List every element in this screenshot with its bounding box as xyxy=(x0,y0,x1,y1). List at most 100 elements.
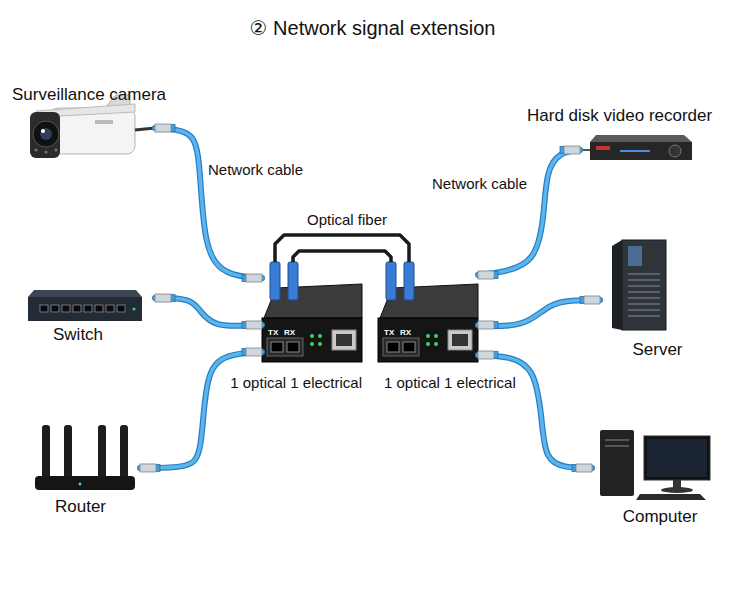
pc-stand-base xyxy=(661,487,693,493)
edge-label: Network cable xyxy=(432,175,527,193)
plug-boot xyxy=(490,352,498,359)
connector-group xyxy=(478,296,600,329)
recorder-dial xyxy=(669,145,681,157)
connector-group xyxy=(155,124,262,282)
server-bays xyxy=(628,274,660,316)
ir-led xyxy=(45,151,48,154)
switch-node: Switch xyxy=(25,286,155,348)
media-converter-right xyxy=(378,262,478,362)
cable-outline xyxy=(478,355,592,468)
server-display xyxy=(628,246,642,266)
router-antenna xyxy=(42,425,50,481)
media-converter-left xyxy=(262,262,362,362)
router-node: Router xyxy=(30,422,140,520)
switch-port xyxy=(51,305,59,312)
plug-boot xyxy=(572,465,580,472)
connector-group xyxy=(478,146,580,279)
edge-label: Network cable xyxy=(208,161,303,179)
cable-outline xyxy=(478,300,600,326)
port-label: TX xyxy=(384,328,394,338)
rj45-plug xyxy=(246,274,262,282)
camera-sticker xyxy=(95,120,113,124)
rj45-plug xyxy=(140,464,156,472)
plug-boot xyxy=(490,272,498,279)
diagram-title: ② Network signal extension xyxy=(0,16,745,40)
port-label: RX xyxy=(400,328,411,338)
camera-pigtail xyxy=(135,128,155,130)
device-label: Computer xyxy=(592,507,728,527)
router-body xyxy=(35,476,135,490)
network-cable xyxy=(478,355,592,468)
cable-outline xyxy=(155,298,262,326)
plug-boot xyxy=(242,275,250,282)
router-antenna xyxy=(120,425,128,481)
recorder-led-bar xyxy=(620,150,650,152)
converter-node: 1 optical 1 electrical xyxy=(262,262,362,362)
router-antenna xyxy=(98,425,106,481)
device-label: Router xyxy=(55,497,106,517)
router-antenna xyxy=(64,425,72,481)
switch-port xyxy=(84,305,92,312)
recorder-node: Hard disk video recorder xyxy=(580,106,730,168)
pc-keyboard xyxy=(636,494,706,500)
device-label: Hard disk video recorder xyxy=(527,106,712,126)
device-label: Server xyxy=(600,340,715,360)
optical-fiber-strand xyxy=(293,251,391,262)
recorder-pigtail xyxy=(580,149,590,151)
server-side xyxy=(612,240,622,330)
ir-led xyxy=(35,149,38,152)
plug-boot xyxy=(560,147,568,154)
pc-monitor xyxy=(644,436,710,480)
camera-lens xyxy=(33,121,59,147)
router-led xyxy=(79,483,82,486)
converter-node: 1 optical 1 electrical xyxy=(378,262,478,362)
camera-lens-inner xyxy=(40,128,52,140)
pc-tower xyxy=(600,430,634,496)
camera-node: Surveillance camera xyxy=(10,84,155,169)
recorder-top xyxy=(590,135,692,142)
switch-port xyxy=(73,305,81,312)
connector-group xyxy=(140,348,262,472)
recorder-front xyxy=(590,142,692,160)
network-cable xyxy=(478,300,600,326)
switch-port xyxy=(106,305,114,312)
device-label: 1 optical 1 electrical xyxy=(384,374,516,392)
rj45-plug xyxy=(564,146,580,154)
plug-boot xyxy=(152,464,160,471)
rj45-plug xyxy=(478,351,494,359)
network-cable xyxy=(478,150,580,275)
computer-node: Computer xyxy=(592,428,728,528)
rj45-plug xyxy=(155,294,171,302)
rj45-plug xyxy=(246,348,262,356)
pc-screen xyxy=(647,439,707,477)
ir-led xyxy=(55,149,58,152)
switch-port xyxy=(117,305,125,312)
connector-group xyxy=(478,351,592,472)
switch-port xyxy=(62,305,70,312)
cable-outline xyxy=(155,128,262,278)
edge-label: Optical fiber xyxy=(307,211,387,229)
pc-stand xyxy=(673,480,681,488)
rj45-plug xyxy=(584,296,600,304)
network-cable xyxy=(140,352,262,468)
plug-boot xyxy=(167,295,175,302)
rj45-plug xyxy=(246,321,262,329)
device-label: Switch xyxy=(53,325,103,345)
pc-drive-bays xyxy=(605,440,629,446)
rj45-plug xyxy=(576,464,592,472)
lens-glare xyxy=(41,129,45,133)
optical-fiber xyxy=(275,235,409,262)
switch-port xyxy=(40,305,48,312)
cable-outline xyxy=(140,352,262,468)
plug-boot xyxy=(242,349,250,356)
switch-front xyxy=(28,297,142,321)
rj45-plug xyxy=(155,124,171,132)
recorder-logo xyxy=(596,146,610,150)
rj45-plug xyxy=(478,271,494,279)
switch-top xyxy=(28,290,142,297)
connector-group xyxy=(155,294,262,329)
port-label: TX xyxy=(268,328,278,338)
plug-boot xyxy=(490,322,498,329)
network-cable xyxy=(155,298,262,326)
